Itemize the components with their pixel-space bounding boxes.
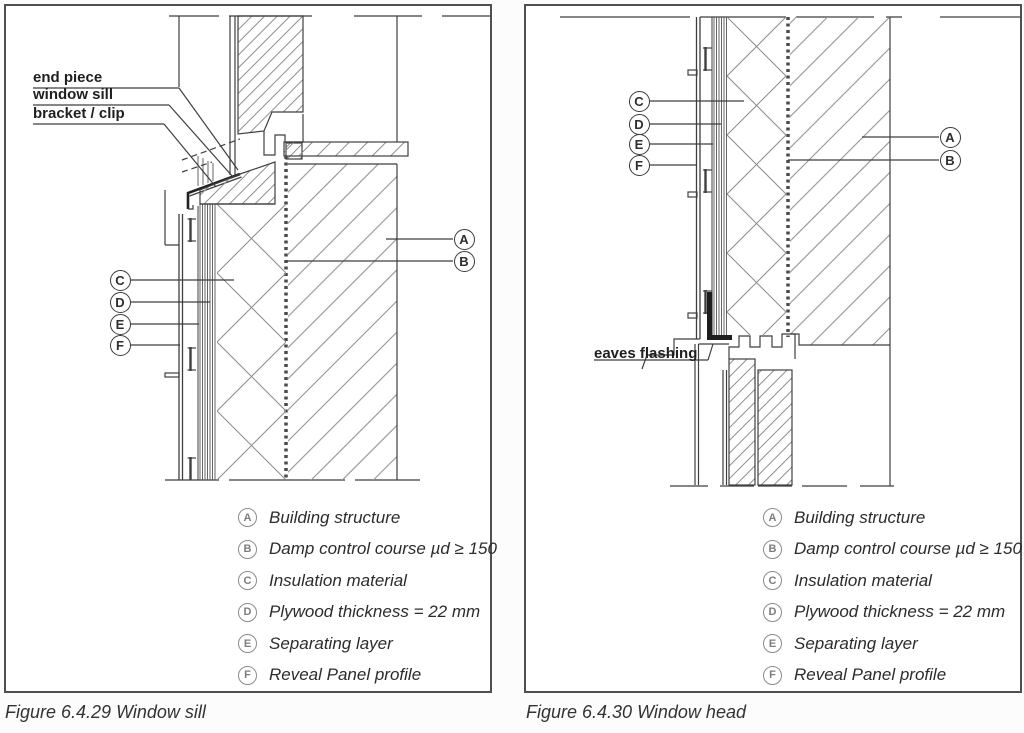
legend-letter-badge: A	[763, 508, 782, 528]
legend-item-label: Plywood thickness = 22 mm	[794, 602, 1006, 622]
bracket-clips	[187, 218, 196, 480]
legend-item: D Plywood thickness = 22 mm	[763, 597, 1022, 629]
callout-f-badge: F	[109, 334, 131, 356]
reveal-panel	[695, 17, 701, 339]
legend-item-label: Insulation material	[794, 570, 932, 590]
window-sill-drawing	[33, 15, 490, 481]
legend-item: C Insulation material	[238, 565, 497, 597]
legend-letter-badge: A	[238, 508, 257, 528]
legend-item-label: Plywood thickness = 22 mm	[269, 602, 481, 622]
annotation-leaders	[33, 87, 239, 188]
callout-d-badge: D	[628, 113, 650, 135]
insulation	[217, 204, 286, 480]
plywood	[713, 17, 727, 335]
legend-item: D Plywood thickness = 22 mm	[238, 597, 497, 629]
legend-item: B Damp control course µd ≥ 150	[763, 534, 1022, 566]
legend-item-label: Building structure	[269, 507, 401, 527]
legend-letter-badge: E	[763, 634, 782, 654]
annotation-end-piece: end piece	[33, 69, 103, 86]
legend-letter-badge: D	[763, 602, 782, 622]
callout-c-badge: C	[109, 269, 131, 291]
callout-e-badge: E	[628, 133, 650, 155]
legend-item-label: Damp control course µd ≥ 150	[269, 539, 497, 559]
legend-item: C Insulation material	[763, 565, 1022, 597]
callout-d-badge: D	[109, 291, 131, 313]
legend-item: F Reveal Panel profile	[763, 660, 1022, 692]
legend-letter-badge: F	[763, 665, 782, 685]
legend-letter-badge: B	[763, 539, 782, 559]
callout-c-badge: C	[628, 90, 650, 112]
annotation-eaves-flashing: eaves flashing	[594, 345, 698, 362]
legend-item-label: Building structure	[794, 507, 926, 527]
legend-item-label: Reveal Panel profile	[269, 665, 422, 685]
callout-b-badge: B	[939, 149, 961, 171]
sill-ledge	[283, 141, 409, 157]
callout-e-badge: E	[109, 313, 131, 335]
annotation-window-sill: window sill	[33, 86, 114, 103]
callout-leaders	[131, 238, 453, 346]
legend-item: E Separating layer	[238, 628, 497, 660]
legend-item: F Reveal Panel profile	[238, 660, 497, 692]
window-frame-body	[757, 369, 793, 486]
window-head-drawing	[560, 16, 1020, 487]
figure-window-head: eaves flashing C D E F A B A Building st…	[524, 4, 1022, 693]
legend-item-label: Damp control course µd ≥ 150	[794, 539, 1022, 559]
window-frame-face	[694, 343, 729, 485]
building-structure	[790, 17, 890, 345]
legend: A Building structure B Damp control cour…	[763, 502, 1022, 691]
insulation	[727, 17, 786, 335]
legend-letter-badge: C	[763, 571, 782, 591]
bracket-clips	[703, 47, 712, 314]
callout-a-badge: A	[453, 228, 475, 250]
callout-b-badge: B	[453, 250, 475, 272]
figure-window-sill: end piece window sill bracket / clip C D…	[4, 4, 497, 693]
glazing-line	[722, 370, 728, 485]
legend: A Building structure B Damp control cour…	[238, 502, 497, 691]
building-structure	[288, 164, 397, 480]
figure-caption-head: Figure 6.4.30 Window head	[526, 702, 746, 722]
legend-letter-badge: C	[238, 571, 257, 591]
eaves-flashing	[707, 292, 713, 335]
callout-leaders	[650, 100, 939, 166]
legend-letter-badge: B	[238, 539, 257, 559]
figure-caption-sill: Figure 6.4.29 Window sill	[5, 702, 206, 722]
legend-item-label: Separating layer	[269, 633, 393, 653]
legend-item-label: Insulation material	[269, 570, 407, 590]
callout-a-badge: A	[939, 126, 961, 148]
legend-letter-badge: D	[238, 602, 257, 622]
window-frame-body	[728, 358, 756, 486]
legend-letter-badge: F	[238, 665, 257, 685]
legend-letter-badge: E	[238, 634, 257, 654]
annotation-bracket-clip: bracket / clip	[33, 105, 125, 122]
reveal-panel	[178, 214, 184, 480]
legend-item: A Building structure	[238, 502, 497, 534]
legend-item: E Separating layer	[763, 628, 1022, 660]
plywood	[199, 204, 216, 480]
window-frame	[237, 15, 304, 135]
legend-item: A Building structure	[763, 502, 1022, 534]
legend-item-label: Separating layer	[794, 633, 918, 653]
callout-f-badge: F	[628, 154, 650, 176]
legend-item-label: Reveal Panel profile	[794, 665, 947, 685]
legend-item: B Damp control course µd ≥ 150	[238, 534, 497, 566]
